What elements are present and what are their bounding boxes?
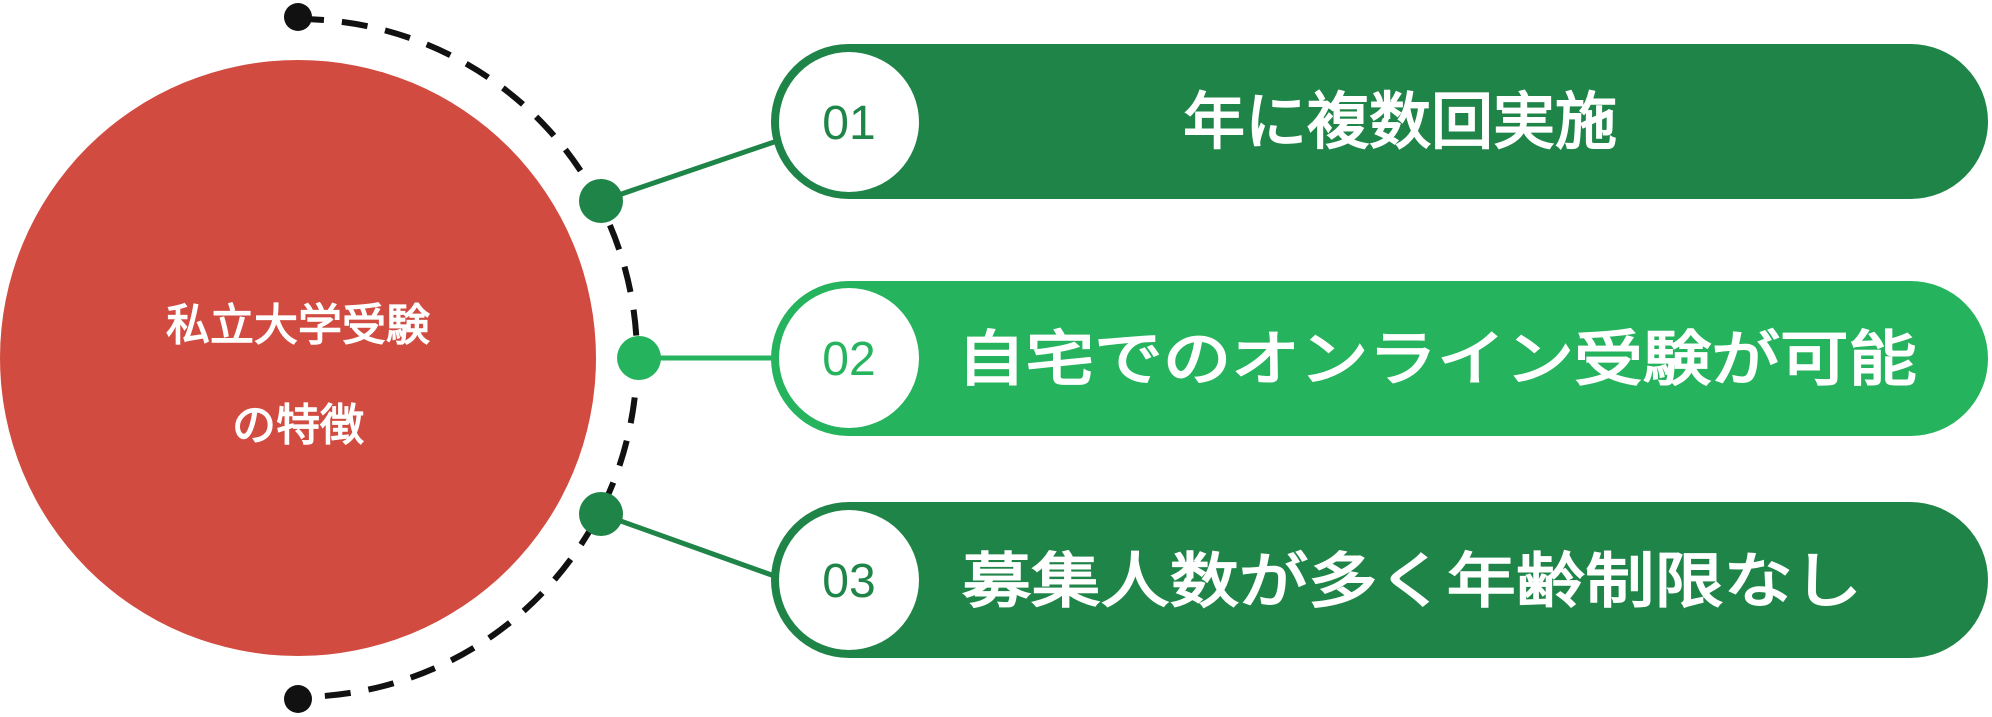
- pill-2: [771, 281, 1988, 436]
- item-number-1: 01: [822, 97, 875, 150]
- arc-end-dot: [284, 685, 312, 713]
- connector-dot-3: [579, 492, 623, 536]
- connector-dot-2: [617, 336, 661, 380]
- item-label-3: 募集人数が多く年齢制限なし: [961, 547, 1862, 617]
- pill-3: [771, 502, 1988, 658]
- connector-dot-1: [579, 179, 623, 223]
- connector-1: [600, 137, 781, 204]
- feature-item-2: 02 自宅でのオンライン受験が可能: [771, 281, 1988, 436]
- item-label-2: 自宅でのオンライン受験が可能: [957, 325, 1917, 395]
- feature-item-1: 01 年に複数回実施: [771, 44, 1988, 199]
- item-label-1: 年に複数回実施: [1183, 85, 1617, 158]
- number-badge-2: [779, 288, 919, 428]
- number-badge-1: [779, 52, 919, 192]
- feature-item-3: 03 募集人数が多く年齢制限なし: [771, 502, 1988, 658]
- pill-1: [771, 44, 1988, 199]
- center-title-line1: 私立大学受験: [166, 300, 431, 351]
- connector-3: [600, 511, 781, 581]
- number-badge-3: [779, 510, 919, 650]
- center-circle: [0, 60, 596, 656]
- arc-start-dot: [284, 3, 312, 31]
- center-title-line2: の特徴: [232, 400, 365, 451]
- item-number-3: 03: [822, 555, 875, 608]
- item-number-2: 02: [822, 333, 875, 386]
